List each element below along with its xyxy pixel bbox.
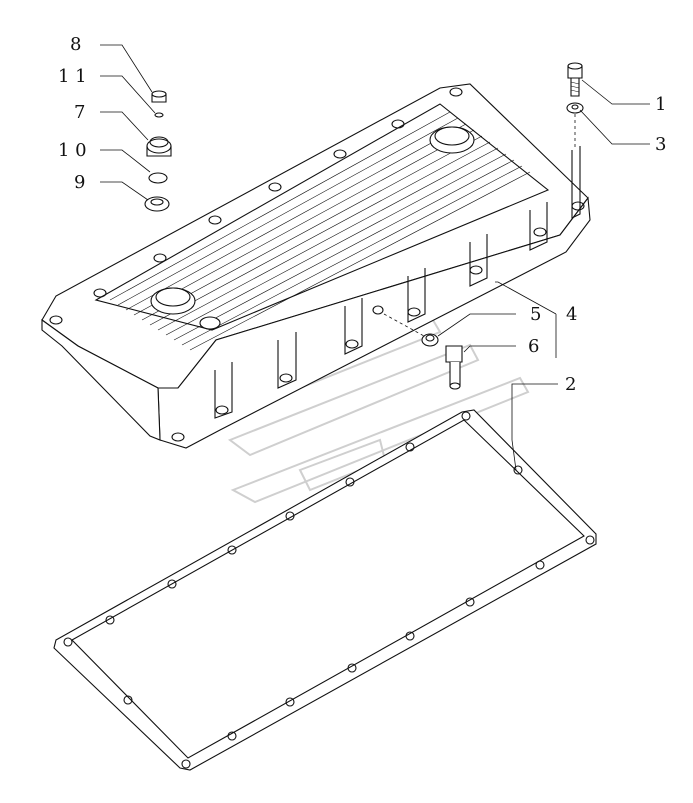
washer [566,102,584,114]
nut [144,196,170,212]
o-ring [148,172,168,184]
callout-11: 1 1 [58,66,87,87]
callout-1: 1 [655,94,666,115]
gasket-holes [63,411,595,769]
callout-4: 4 [566,304,577,325]
callout-8: 8 [70,34,81,55]
callout-labels: 8 1 1 7 1 0 9 1 3 5 4 6 2 [58,34,666,395]
callout-6: 6 [528,336,539,357]
callout-5: 5 [530,304,541,325]
leader-lines [100,44,650,471]
callout-10: 1 0 [58,140,87,161]
bolt-bosses [49,87,585,442]
small-plug [151,90,167,103]
cover-screw [567,62,583,97]
callout-7: 7 [74,102,85,123]
filler-plug [146,136,172,157]
callout-9: 9 [74,172,85,193]
side-ribs [214,146,581,419]
elbow-fitting [445,345,463,390]
cover-ribs [109,111,531,351]
callout-2: 2 [565,374,576,395]
small-o-ring [154,112,164,118]
callout-3: 3 [655,134,666,155]
breather-plug [421,333,439,347]
cover-gasket [53,409,597,771]
rocker-cover [41,83,591,449]
